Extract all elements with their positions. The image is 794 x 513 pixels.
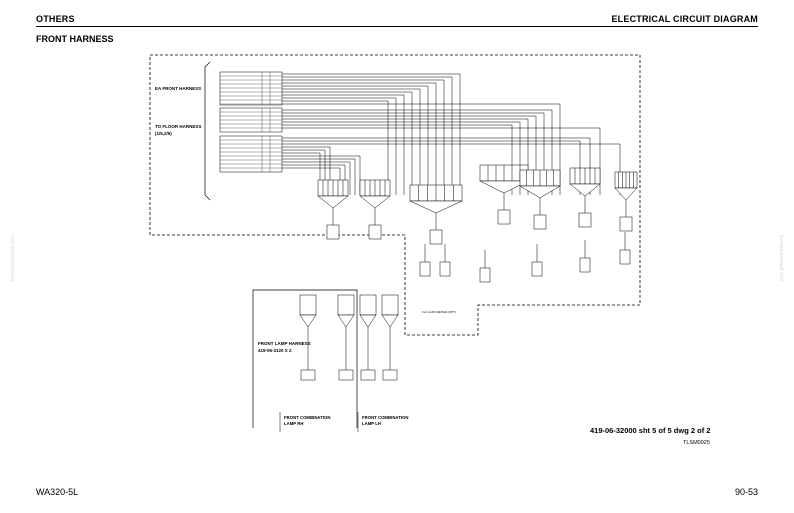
connector-taper (317, 195, 349, 209)
terminal-connector (619, 249, 631, 265)
connector-taper (519, 185, 561, 199)
lamp-connector-taper (381, 314, 399, 328)
connector-taper (479, 180, 529, 194)
connector-taper (409, 200, 463, 214)
load-meter-label: For LOAD METER (OPT) (422, 310, 456, 314)
lamp-socket (360, 369, 376, 381)
connector-taper (569, 183, 601, 197)
front-lamp-harness-label: FRONT LAMP HARNESS (258, 341, 311, 346)
connector-tables (219, 71, 283, 173)
connector-taper (614, 187, 638, 201)
terminal-connector (579, 257, 591, 273)
connector-bracket (204, 61, 211, 201)
lamp-connector-body (299, 294, 317, 316)
model-footer: WA320-5L (36, 487, 79, 497)
combo-lh-label-1: FRONT COMBINATION (362, 415, 408, 420)
header-rule (36, 26, 758, 27)
mating-connector (578, 212, 592, 228)
front-lamp-harness-box (252, 289, 358, 428)
drawing-code: TLSM0025 (683, 440, 710, 446)
terminal-connector (439, 261, 451, 277)
watermark-right: komatsumanual.com (778, 235, 784, 282)
terminal-connector (479, 267, 491, 283)
lamp-connector-taper (299, 314, 317, 328)
combo-rh-label-1: FRONT COMBINATION (284, 415, 330, 420)
mating-connector (497, 209, 511, 225)
lamp-connector-body (337, 294, 355, 316)
lamp-socket (300, 369, 316, 381)
connector-taper (359, 195, 391, 209)
to-floor-harness-label: TO FLOOR HARNESS (155, 124, 201, 129)
lamp-socket (338, 369, 354, 381)
front-lamp-harness-part: 419-06-3120 X 2 (258, 348, 292, 353)
terminal-connector (531, 261, 543, 277)
ea-front-harness-label: EA FRONT HARNESS (155, 86, 201, 91)
page-title: FRONT HARNESS (36, 34, 114, 44)
lamp-connector-body (359, 294, 377, 316)
mating-connector (429, 229, 443, 245)
page-number: 90-53 (734, 487, 758, 497)
lamp-connector-body (381, 294, 399, 316)
lamp-connector-taper (359, 314, 377, 328)
terminal-connector (419, 261, 431, 277)
section-header: OTHERS (36, 14, 75, 24)
lamp-socket (382, 369, 398, 381)
diagram-type-header: ELECTRICAL CIRCUIT DIAGRAM (611, 14, 758, 24)
mating-connector (326, 224, 340, 240)
harness-boundary (149, 54, 641, 336)
lamp-connector-taper (337, 314, 355, 328)
drawing-number: 419-06-32000 sht 5 of 5 dwg 2 of 2 (590, 426, 711, 435)
combo-lh-label-2: LAMP LH (362, 421, 381, 426)
to-floor-harness-ref: (1/5,2/5) (155, 131, 172, 136)
mating-connector (533, 214, 547, 230)
mating-connector (619, 216, 633, 232)
combo-rh-label-2: LAMP RH (284, 421, 304, 426)
mating-connector (368, 224, 382, 240)
